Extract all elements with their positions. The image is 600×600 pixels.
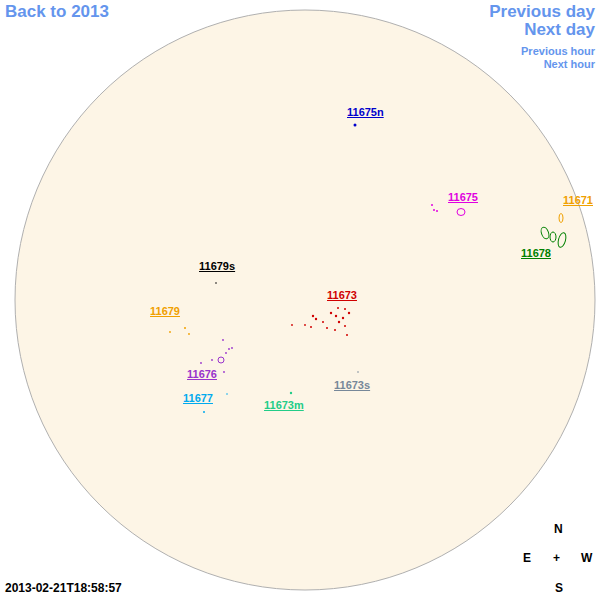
compass-letter: W <box>581 552 592 566</box>
nav-link: Previous hour <box>521 45 595 58</box>
compass-letter: E <box>523 552 531 566</box>
nav-link: Next hour <box>544 58 595 71</box>
region-label: 11673s <box>334 379 370 392</box>
region-label: 11675n <box>347 106 384 119</box>
region-label: 11675 <box>448 191 478 204</box>
region-label: 11673 <box>327 289 357 302</box>
region-label: 11677 <box>183 392 213 405</box>
region-label: 11671 <box>563 194 593 207</box>
compass-letter: S <box>555 582 563 596</box>
nav-link: Previous day <box>489 2 595 22</box>
region-label: 11673m <box>264 399 304 412</box>
timestamp: 2013-02-21T18:58:57 <box>5 582 122 596</box>
nav-link: Back to 2013 <box>5 2 109 22</box>
compass-center: + <box>553 552 560 566</box>
nav-link: Next day <box>524 20 595 40</box>
region-label: 11676 <box>187 368 217 381</box>
region-label: 11678 <box>521 247 551 260</box>
region-label: 11679 <box>150 305 180 318</box>
region-label: 11679s <box>199 260 235 273</box>
compass-letter: N <box>554 523 563 537</box>
